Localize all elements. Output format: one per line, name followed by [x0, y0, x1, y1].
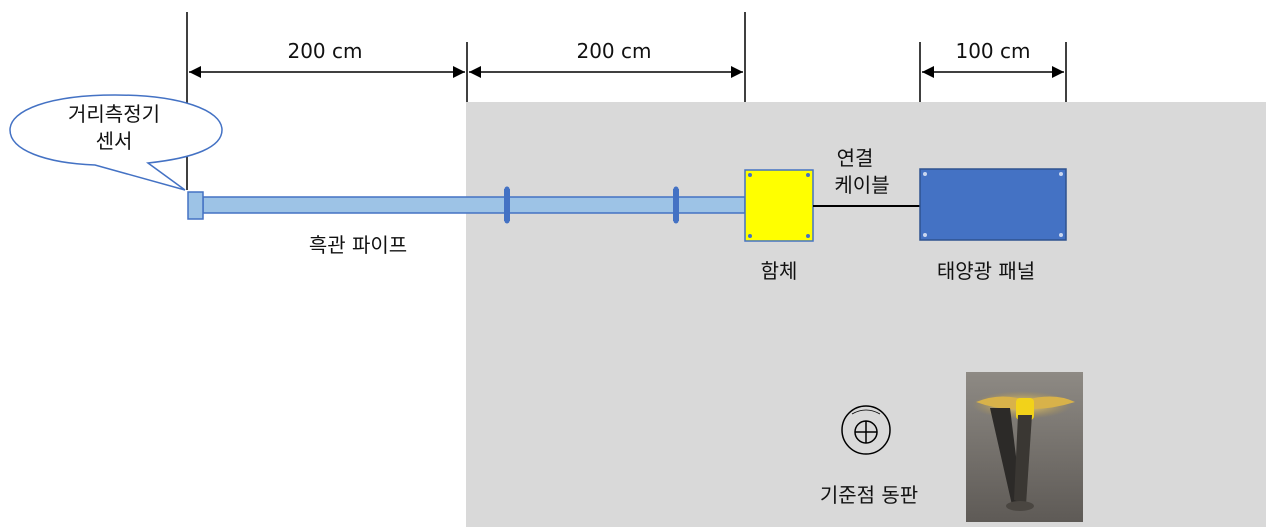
survey-marker-photo — [966, 372, 1083, 522]
pipe-clamp-1 — [504, 186, 510, 224]
sensor-callout: 거리측정기 센서 — [9, 94, 223, 191]
solar-panel — [919, 168, 1067, 241]
dimension-label-2: 200 cm — [576, 39, 651, 63]
callout-line-1: 거리측정기 — [68, 102, 160, 126]
crosshair-circle-icon — [841, 405, 891, 455]
dimension-label-1: 200 cm — [287, 39, 362, 63]
extension-lines — [186, 12, 1067, 190]
enclosure-box — [744, 169, 814, 242]
cable-label-line-1: 연결 — [837, 146, 874, 170]
site-area — [466, 102, 1266, 527]
pipe-clamp-2 — [673, 186, 679, 224]
callout-line-2: 센서 — [96, 129, 133, 153]
reference-plate-label: 기준점 동판 — [820, 483, 918, 507]
solar-panel-label: 태양광 패널 — [937, 259, 1035, 283]
callout-bubble — [9, 94, 223, 191]
black-pipe — [187, 186, 746, 224]
enclosure-label: 함체 — [761, 259, 798, 283]
sensor-endcap — [187, 191, 204, 220]
cable-label-line-2: 케이블 — [834, 173, 889, 197]
pipe-label: 흑관 파이프 — [309, 233, 407, 257]
dimension-label-3: 100 cm — [955, 39, 1030, 63]
pipe-body — [202, 196, 746, 214]
